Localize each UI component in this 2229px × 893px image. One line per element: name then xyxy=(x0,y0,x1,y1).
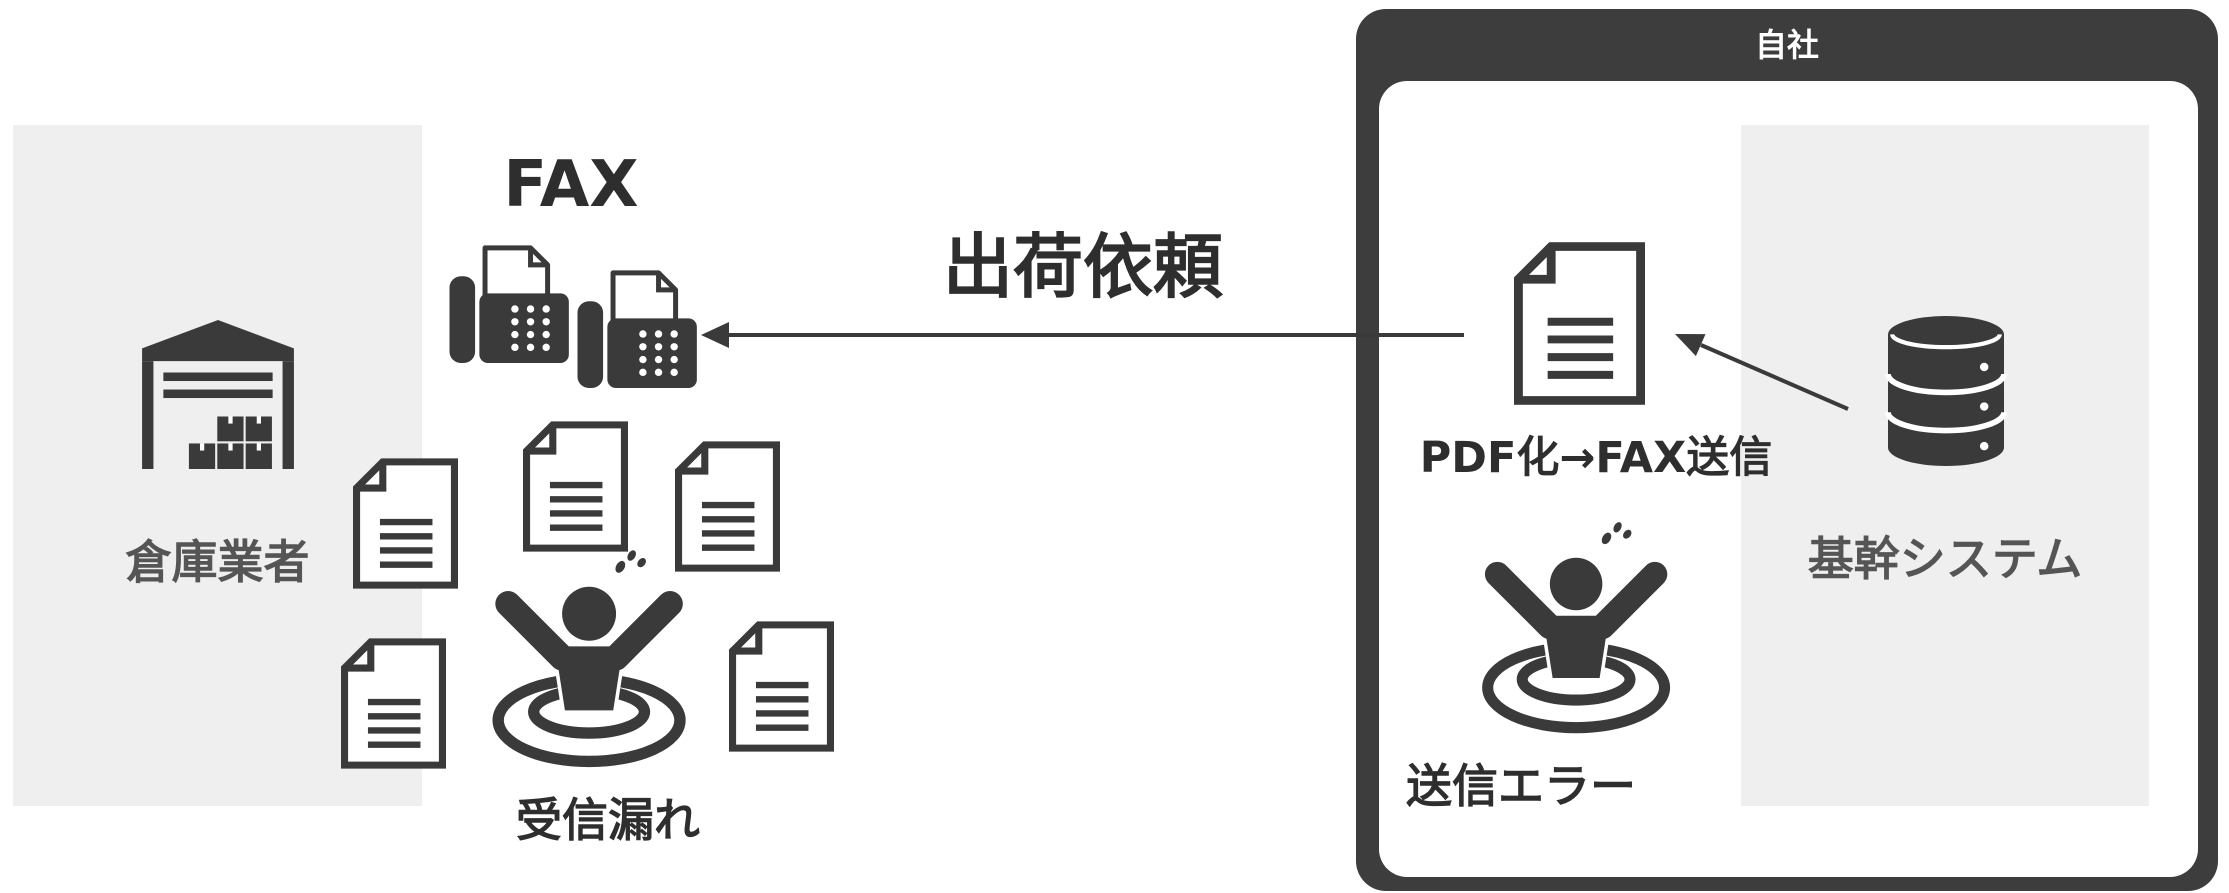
document-icon xyxy=(341,638,446,769)
fax-label: FAX xyxy=(503,148,639,222)
database-icon xyxy=(1885,316,2007,466)
shipping-request-arrow xyxy=(701,322,1464,348)
fax-machine-icon xyxy=(576,270,697,388)
fax-machine-icon xyxy=(448,245,569,363)
shipping-request-label: 出荷依頼 xyxy=(943,226,1223,308)
pdf-fax-send-label: PDF化→FAX送信 xyxy=(1419,433,1773,483)
warehouse-icon xyxy=(142,320,294,469)
warehouse-label: 倉庫業者 xyxy=(125,535,310,589)
receive-miss-label: 受信漏れ xyxy=(516,793,700,847)
document-icon xyxy=(523,421,628,552)
document-icon xyxy=(353,458,458,589)
document-icon xyxy=(1514,242,1645,405)
drowning-person-icon xyxy=(1478,519,1677,736)
company-title: 自社 xyxy=(1754,26,1819,64)
document-icon xyxy=(729,621,834,752)
core-system-label: 基幹システム xyxy=(1807,532,2083,586)
send-error-label: 送信エラー xyxy=(1406,759,1636,813)
drowning-person-icon xyxy=(488,547,693,770)
